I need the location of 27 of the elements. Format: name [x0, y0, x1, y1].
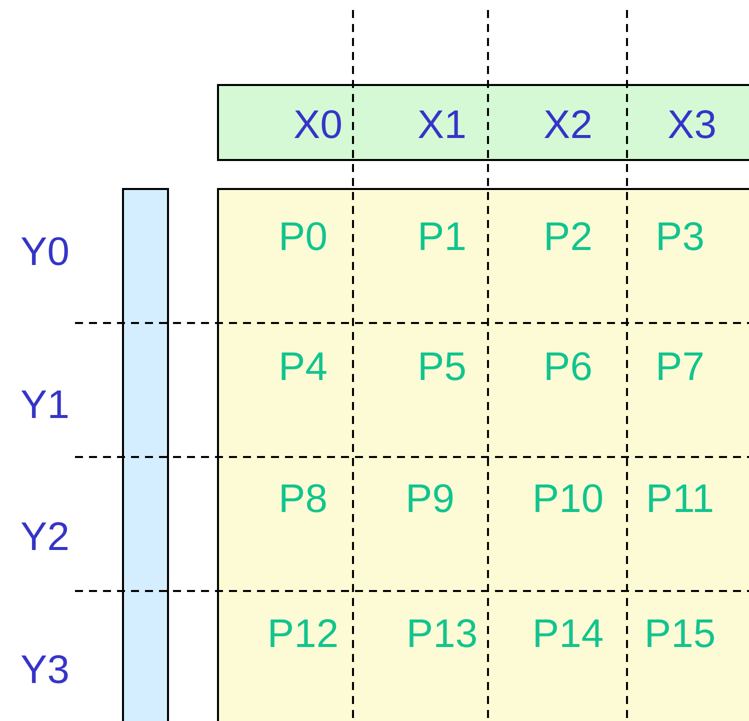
cell-label: P14	[532, 612, 604, 656]
cell-label: P12	[267, 612, 339, 656]
cell-label: P10	[532, 477, 604, 521]
column-label: X0	[294, 103, 342, 147]
cell-label: P15	[644, 612, 716, 656]
cell-label: P1	[418, 215, 466, 259]
row-label: Y2	[20, 515, 70, 559]
cell-label: P0	[278, 215, 328, 259]
column-label: X2	[544, 103, 592, 147]
cell-label: P7	[656, 345, 704, 389]
cell-label: P13	[406, 612, 478, 656]
header-bar	[217, 84, 749, 161]
cell-label: P8	[278, 477, 328, 521]
column-label: X1	[418, 103, 466, 147]
bar	[122, 188, 169, 721]
cell-label: P2	[544, 215, 592, 259]
cell-label: P11	[646, 477, 714, 521]
cell-label: P4	[278, 345, 328, 389]
cell-label: P3	[656, 215, 704, 259]
cell-label: P9	[406, 477, 454, 521]
row-label: Y1	[20, 383, 70, 427]
row-label: Y3	[20, 648, 70, 692]
grid-panel	[217, 188, 749, 721]
cell-label: P5	[418, 345, 466, 389]
cell-label: P6	[544, 345, 592, 389]
column-label: X3	[668, 103, 716, 147]
row-label: Y0	[20, 230, 70, 274]
